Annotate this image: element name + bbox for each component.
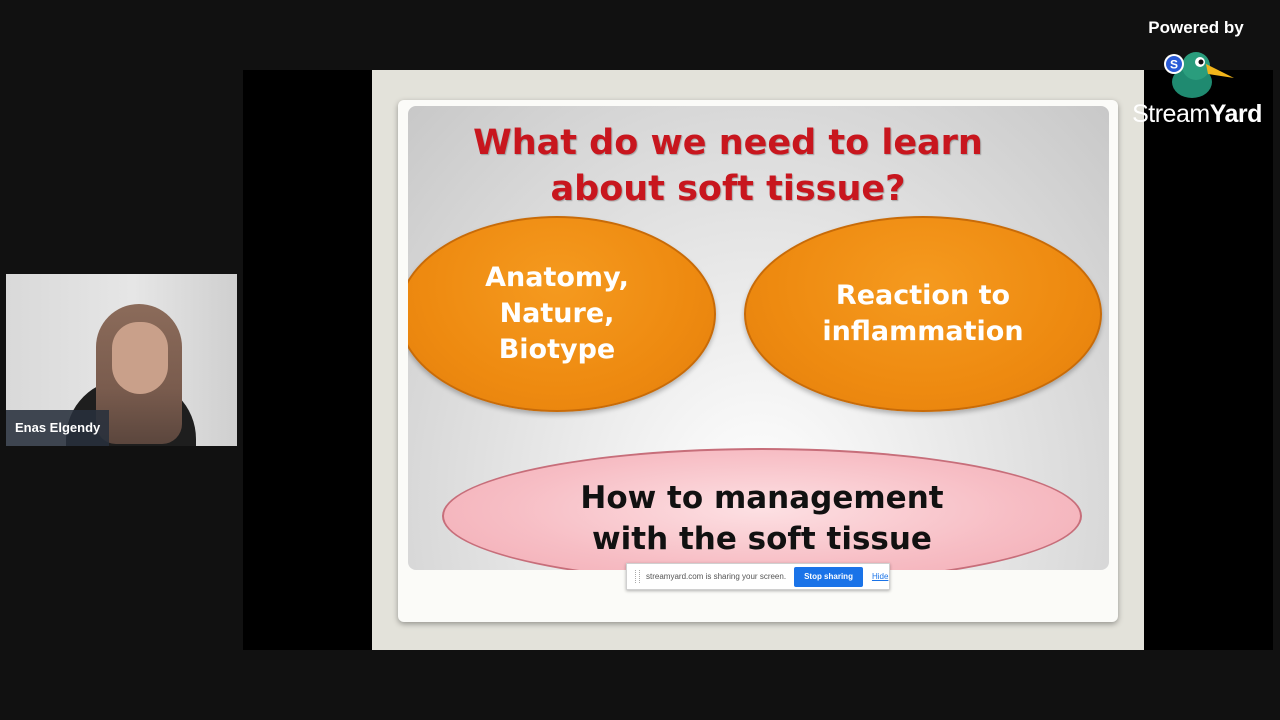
streamyard-wordmark: StreamYard [1124, 100, 1270, 129]
oval-management-line-1: How to management [580, 480, 944, 516]
slide-title: What do we need to learn about soft tiss… [408, 120, 1048, 212]
slide-title-line-1: What do we need to learn [473, 123, 983, 163]
svg-text:S: S [1170, 58, 1178, 72]
presenter-face [112, 322, 168, 394]
screen-share-notification: streamyard.com is sharing your screen. S… [626, 563, 890, 590]
streamyard-duck-logo-icon: S [1164, 52, 1234, 98]
oval-anatomy-line-3: Biotype [498, 334, 616, 365]
oval-management: How to management with the soft tissue [442, 448, 1082, 570]
oval-inflammation-line-1: Reaction to [835, 280, 1011, 311]
oval-management-line-2: with the soft tissue [592, 521, 932, 557]
hide-notification-link[interactable]: Hide [871, 572, 889, 581]
presenter-name-tag: Enas Elgendy [6, 410, 110, 446]
stop-sharing-button[interactable]: Stop sharing [794, 566, 863, 587]
presenter-camera-tile[interactable] [6, 274, 237, 446]
wordmark-yard: Yard [1209, 100, 1263, 128]
slide-title-line-2: about soft tissue? [550, 169, 906, 209]
oval-anatomy-line-1: Anatomy, [485, 262, 629, 293]
drag-handle-icon[interactable] [635, 570, 640, 583]
oval-anatomy: Anatomy, Nature, Biotype [408, 216, 716, 412]
oval-anatomy-line-2: Nature, [499, 298, 615, 329]
oval-inflammation-line-2: inflammation [822, 316, 1024, 347]
share-notification-message: streamyard.com is sharing your screen. [646, 572, 787, 581]
wordmark-stream: Stream [1132, 100, 1210, 128]
slide: What do we need to learn about soft tiss… [408, 106, 1109, 570]
slide-frame: What do we need to learn about soft tiss… [398, 100, 1118, 622]
oval-inflammation: Reaction to inflammation [744, 216, 1102, 412]
powered-by-label: Powered by [1148, 18, 1244, 37]
screen-share-area: What do we need to learn about soft tiss… [243, 70, 1273, 650]
presentation-window: What do we need to learn about soft tiss… [372, 70, 1144, 650]
